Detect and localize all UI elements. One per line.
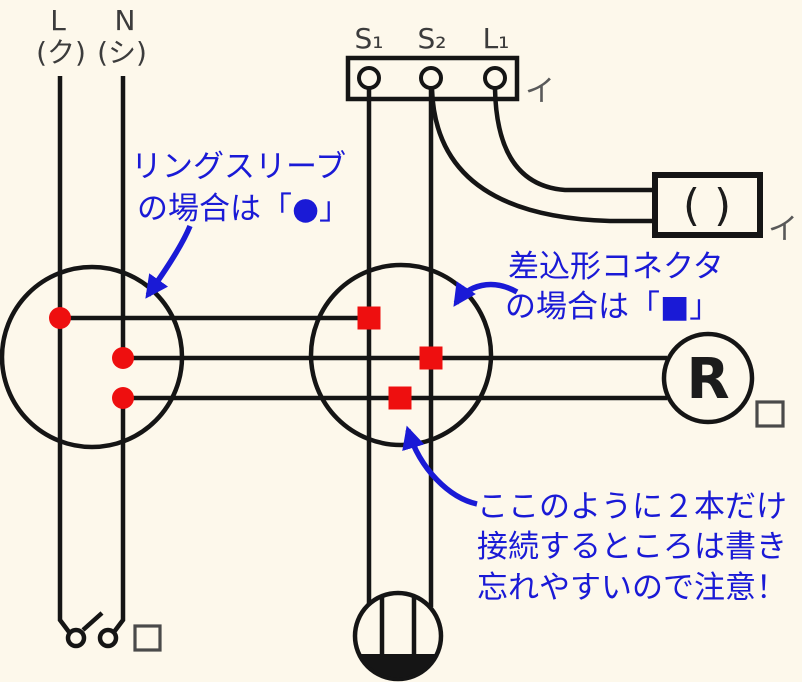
switch-contact-right — [97, 627, 119, 649]
lamp-circuit-placeholder-box — [755, 400, 785, 428]
ring-sleeve-dot-3 — [112, 387, 134, 409]
connector-note: 差込形コネクタ の場合は「■」 — [505, 249, 724, 325]
connector-square-3 — [388, 386, 412, 410]
ring-sleeve-note-line1: リングスリーブ — [131, 149, 346, 185]
terminal-l1-label: L₁ — [483, 22, 510, 55]
hot-kana-label: (ク) — [36, 36, 86, 69]
auto-switch-circuit-label: イ — [525, 74, 555, 109]
terminal-s2-label: S₂ — [418, 22, 447, 55]
neutral-kana-label: (シ) — [97, 36, 147, 69]
switch-contact-left — [65, 627, 87, 649]
wire-s2-to-outdoor-light — [429, 88, 655, 224]
ring-sleeve-arrow — [145, 224, 193, 299]
lamp-receptacle-circle — [661, 331, 755, 425]
ring-sleeve-dot-1 — [49, 307, 71, 329]
junction-box-right-circle — [308, 262, 494, 448]
ring-sleeve-dot-2 — [112, 347, 134, 369]
switch-lever — [81, 611, 104, 632]
wire-l-hot-vertical — [57, 76, 71, 634]
caution-note: ここのように２本だけ 接続するところは書き 忘れやすいので注意！ — [477, 489, 787, 606]
wire-switch-return-vertical — [112, 398, 126, 634]
switch-symbol — [65, 611, 162, 652]
caution-arrow — [402, 425, 478, 507]
caution-note-line2: 接続するところは書き — [477, 529, 787, 565]
outdoor-light-symbol: ( ) — [683, 180, 731, 231]
terminal-s2 — [419, 66, 443, 90]
ceiling-light-filled-base — [356, 654, 440, 678]
junction-box-left-circle — [0, 264, 185, 450]
ring-sleeve-note-line2: の場合は「●」 — [137, 191, 350, 227]
hot-label: L — [50, 4, 66, 37]
ring-sleeve-note: リングスリーブ の場合は「●」 — [131, 149, 350, 227]
ceiling-light-symbol — [352, 590, 444, 682]
neutral-label: N — [115, 4, 136, 37]
terminal-l1 — [483, 66, 507, 90]
ceiling-light-circle — [352, 590, 444, 682]
connector-square-2 — [419, 346, 443, 370]
connector-note-line2: の場合は「■」 — [505, 289, 720, 325]
lamp-receptacle-symbol: R — [686, 347, 729, 412]
outdoor-light-circuit-label: イ — [768, 212, 798, 247]
connector-note-line1: 差込形コネクタ — [508, 249, 724, 285]
wire-l1-to-outdoor-light — [492, 88, 655, 193]
caution-note-line1: ここのように２本だけ — [477, 489, 787, 525]
outdoor-light-box — [652, 172, 763, 238]
terminal-s1-label: S₁ — [355, 22, 384, 55]
connector-arrow — [453, 281, 519, 307]
switch-circuit-placeholder-box — [133, 624, 162, 652]
terminal-s1 — [357, 66, 381, 90]
caution-note-line3: 忘れやすいので注意！ — [477, 570, 787, 606]
auto-switch-body — [345, 55, 520, 102]
connector-square-1 — [357, 306, 381, 330]
